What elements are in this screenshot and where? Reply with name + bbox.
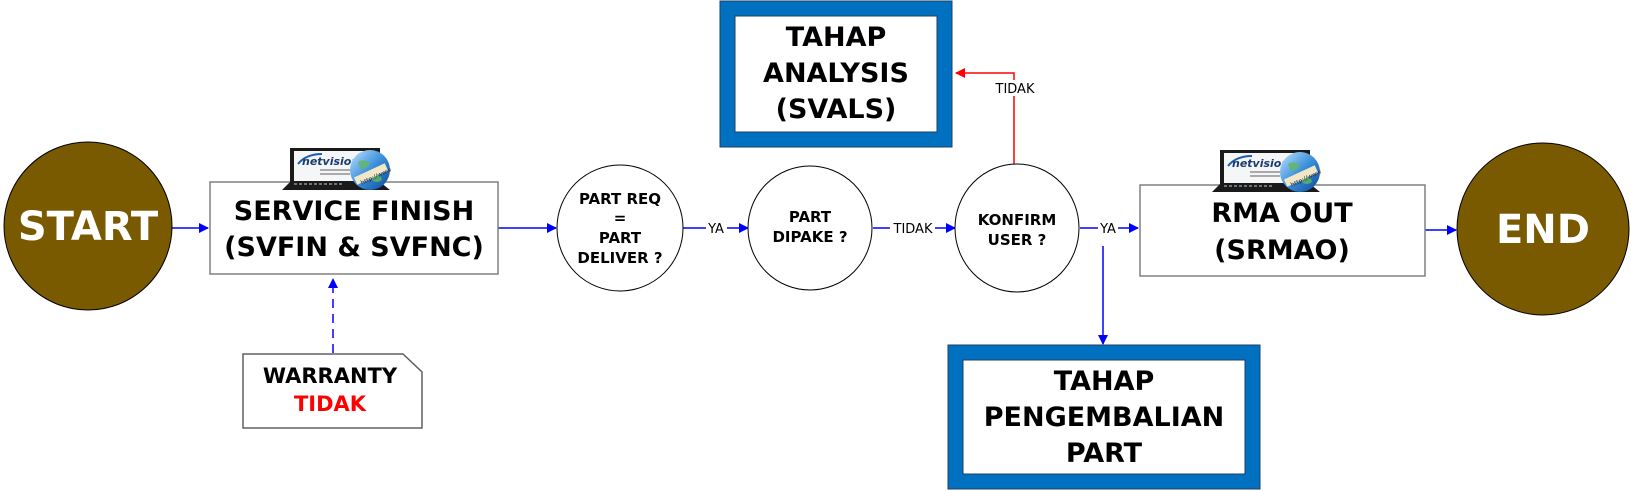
netvision-laptop-icon: [281, 147, 394, 191]
decision-part-req[interactable]: PART REQ = PART DELIVER ?: [556, 164, 684, 292]
edge-konfirm-to-analysis: [955, 68, 1015, 164]
dipake-line2: DIPAKE ?: [772, 228, 847, 246]
service-finish-node[interactable]: SERVICE FINISH (SVFIN & SVFNC): [209, 181, 499, 275]
end-node[interactable]: END: [1456, 142, 1630, 316]
start-node[interactable]: START: [3, 141, 173, 311]
part-req-line1: PART REQ: [579, 190, 661, 208]
warranty-note: WARRANTY TIDAK: [242, 353, 423, 429]
analysis-line1: TAHAP: [786, 22, 887, 53]
service-finish-line2: (SVFIN & SVFNC): [224, 232, 484, 263]
netvision-laptop-icon: [1211, 149, 1324, 193]
stage-pengembalian-node[interactable]: TAHAP PENGEMBALIAN PART: [947, 344, 1261, 490]
edge-label-ya-2: YA: [1099, 222, 1116, 237]
analysis-line2: ANALYSIS: [763, 58, 909, 89]
edge-label-ya-1: YA: [707, 222, 724, 237]
start-label: START: [18, 204, 159, 250]
pengembalian-line3: PART: [1066, 438, 1143, 469]
end-label: END: [1496, 207, 1590, 253]
konfirm-line2: USER ?: [988, 231, 1047, 249]
part-req-line2: =: [614, 209, 627, 227]
decision-part-dipake[interactable]: PART DIPAKE ?: [747, 165, 873, 291]
pengembalian-line2: PENGEMBALIAN: [984, 402, 1225, 433]
warranty-line2: TIDAK: [294, 392, 367, 416]
pengembalian-line1: TAHAP: [1054, 366, 1155, 397]
part-req-line4: DELIVER ?: [577, 249, 662, 267]
part-req-line3: PART: [599, 229, 642, 247]
rma-out-line1: RMA OUT: [1211, 198, 1353, 229]
warranty-line1: WARRANTY: [263, 364, 398, 388]
stage-analysis-node[interactable]: TAHAP ANALYSIS (SVALS): [719, 0, 953, 148]
service-finish-line1: SERVICE FINISH: [234, 196, 474, 227]
decision-konfirm-user[interactable]: KONFIRM USER ?: [954, 163, 1080, 293]
dipake-line1: PART: [789, 208, 832, 226]
rma-out-line2: (SRMAO): [1214, 235, 1350, 266]
konfirm-line1: KONFIRM: [978, 211, 1057, 229]
analysis-line3: (SVALS): [776, 94, 897, 125]
edge-label-tidak-1: TIDAK: [893, 222, 933, 237]
rma-out-node[interactable]: RMA OUT (SRMAO): [1139, 184, 1426, 277]
edge-label-tidak-2: TIDAK: [995, 82, 1035, 97]
